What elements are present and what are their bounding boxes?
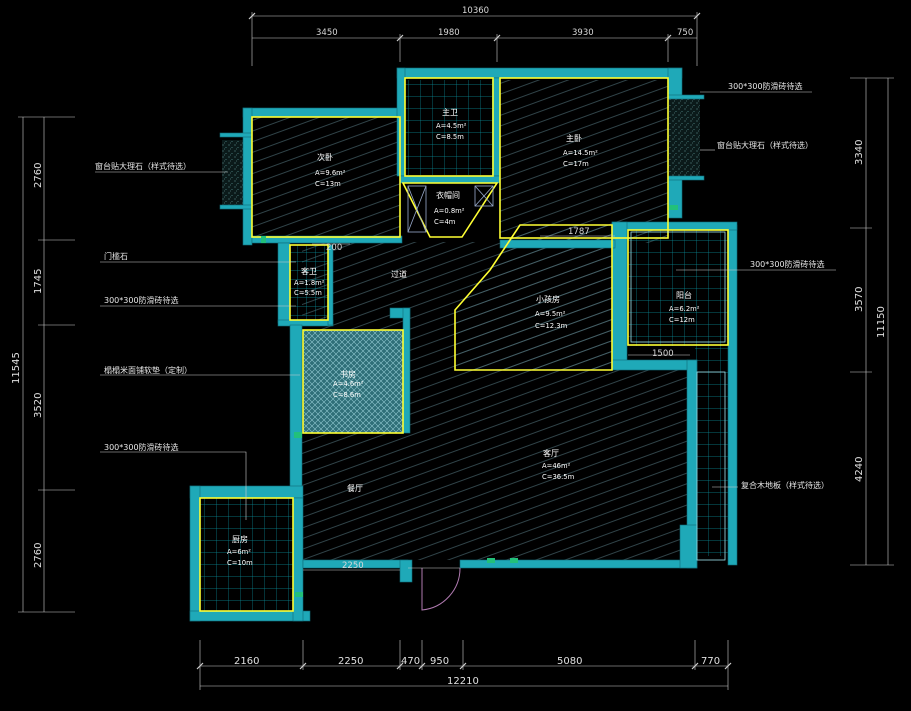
dim-left-total: 11545 [11,352,22,384]
master-bath-perimeter: C=8.5m [436,133,464,141]
top-dimension-texts: 10360 3450 1980 3930 750 [316,6,693,38]
kids-room-perimeter: C=12.3m [535,322,568,330]
dim-bottom-seg-2: 2250 [338,656,363,667]
guest-bath-area: A=1.8m² [294,279,325,287]
dim-left-seg-3: 3520 [33,393,44,418]
dim-top-seg-2: 1980 [438,28,460,38]
balcony-perimeter: C=12m [669,316,695,324]
dim-1787: 1787 [568,227,590,237]
annotation-window-marble-right: 窗台贴大理石（样式待选） [717,140,813,150]
kids-room-area: A=9.5m² [535,310,566,318]
dim-top-seg-1: 3450 [316,28,338,38]
annotation-tatami: 榻榻米面铺软垫（定制） [104,365,192,375]
annotation-tile-balcony: 300*300防滑砖待选 [750,259,825,269]
second-bed-perimeter: C=13m [315,180,341,188]
living-name: 客厅 [543,448,559,458]
dim-right-seg-1: 3340 [854,140,865,165]
guest-bath-perimeter: C=5.5m [294,289,322,297]
dim-right-seg-3: 4240 [854,457,865,482]
balcony-area: A=6.2m² [669,305,700,313]
dim-top-total: 10360 [462,6,489,16]
interior-dim-lines [303,235,690,571]
left-dimension-texts: 2760 1745 3520 2760 11545 [11,163,44,568]
corridor-name: 过道 [391,269,407,279]
dim-left-seg-2: 1745 [33,269,44,294]
guest-bath-name: 客卫 [301,266,317,276]
doors [408,567,461,611]
fixtures [261,205,678,597]
closet-perimeter: C=4m [434,218,456,226]
dim-top-seg-3: 3930 [572,28,594,38]
annotation-threshold-stone: 门槛石 [104,251,128,261]
annotation-window-marble-left: 窗台贴大理石（样式待选） [95,161,191,171]
dim-bottom-seg-1: 2160 [234,656,259,667]
study-name: 书房 [340,369,356,379]
annotation-leaders [95,91,836,520]
dim-left-seg-1: 2760 [33,163,44,188]
dim-bottom-seg-3: 470 [401,656,420,667]
inner-dim-texts: 200 1787 1500 2250 [326,227,674,571]
dining-name: 餐厅 [347,484,363,493]
annotation-tile-kitchen: 300*300防滑砖待选 [104,442,179,452]
annotation-tile-guest-bath: 300*300防滑砖待选 [104,295,179,305]
study-perimeter: C=8.6m [333,391,361,399]
dim-200: 200 [326,243,342,253]
right-dimension-texts: 3340 3570 4240 11150 [854,140,887,482]
closet-name: 衣帽间 [436,190,460,200]
master-bed-name: 主卧 [566,133,582,143]
kitchen-area: A=6m² [227,548,251,556]
second-bed-area: A=9.6m² [315,169,346,177]
living-perimeter: C=36.5m [542,473,575,481]
balcony-name: 阳台 [676,290,692,300]
room-outlines [199,77,729,612]
annotation-tile-top-right: 300*300防滑砖待选 [728,81,803,91]
bottom-dimension-texts: 2160 2250 470 950 5080 770 12210 [234,656,720,687]
dim-bottom-total: 12210 [447,676,479,687]
living-area: A=46m² [542,462,571,470]
closet-area: A=0.8m² [434,207,465,215]
kitchen-perimeter: C=10m [227,559,253,567]
dim-1500: 1500 [652,349,674,359]
master-bath-area: A=4.5m² [436,122,467,130]
master-bath-name: 主卫 [442,107,458,117]
master-bed-area: A=14.5m² [563,149,598,157]
walls [189,67,738,622]
dim-bottom-seg-6: 770 [701,656,720,667]
floor-fills [200,80,728,611]
kids-room-name: 小孩房 [536,294,560,304]
closet-shelf [407,185,494,233]
balcony-rail [630,231,726,561]
dimension-lines [18,12,894,690]
dim-bottom-seg-5: 5080 [557,656,582,667]
dim-right-seg-2: 3570 [854,287,865,312]
annotations: 300*300防滑砖待选 窗台贴大理石（样式待选） 窗台贴大理石（样式待选） 门… [95,81,829,490]
kitchen-name: 厨房 [232,534,248,544]
dimension-ticks [196,12,732,670]
dim-left-seg-4: 2760 [33,543,44,568]
room-labels: 主卫 A=4.5m² C=8.5m 主卧 A=14.5m² C=17m 次卧 A… [227,107,700,567]
dim-2250-inner: 2250 [342,561,364,571]
annotation-laminate-floor: 复合木地板（样式待选） [741,480,829,490]
master-bed-perimeter: C=17m [563,160,589,168]
dim-bottom-seg-4: 950 [430,656,449,667]
dim-top-seg-4: 750 [677,28,693,38]
study-area: A=4.6m² [333,380,364,388]
second-bed-name: 次卧 [317,152,333,162]
dim-right-total: 11150 [876,306,887,338]
